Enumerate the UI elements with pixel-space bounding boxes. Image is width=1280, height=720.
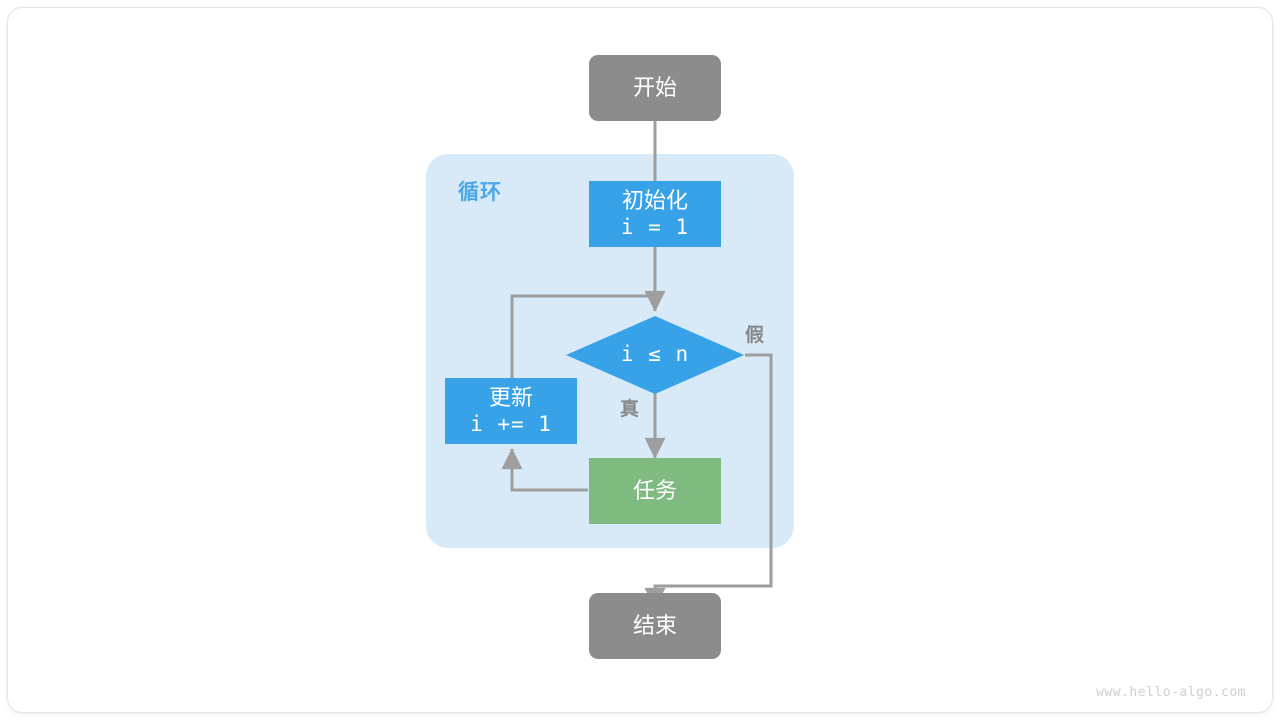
node-init[interactable] bbox=[589, 181, 721, 247]
edge-task-to-update bbox=[501, 448, 588, 492]
loop-container-title: 循环 bbox=[458, 181, 502, 204]
edge-label-false: 假 bbox=[745, 325, 765, 346]
flowchart: 开始 初始化 i = 1 i ≤ n 更新 i += 1 任务 结束 真 假 循… bbox=[8, 8, 1272, 712]
watermark: www.hello-algo.com bbox=[1096, 685, 1246, 700]
diagram-canvas: 开始 初始化 i = 1 i ≤ n 更新 i += 1 任务 结束 真 假 循… bbox=[8, 8, 1272, 712]
node-condition[interactable] bbox=[566, 316, 744, 394]
edge-label-true: 真 bbox=[620, 399, 640, 420]
node-update[interactable] bbox=[445, 378, 577, 444]
node-start[interactable] bbox=[589, 55, 721, 121]
edge-update-to-condition bbox=[510, 294, 655, 378]
node-task[interactable] bbox=[589, 458, 721, 524]
flowchart-graphics bbox=[426, 55, 794, 659]
node-end[interactable] bbox=[589, 593, 721, 659]
